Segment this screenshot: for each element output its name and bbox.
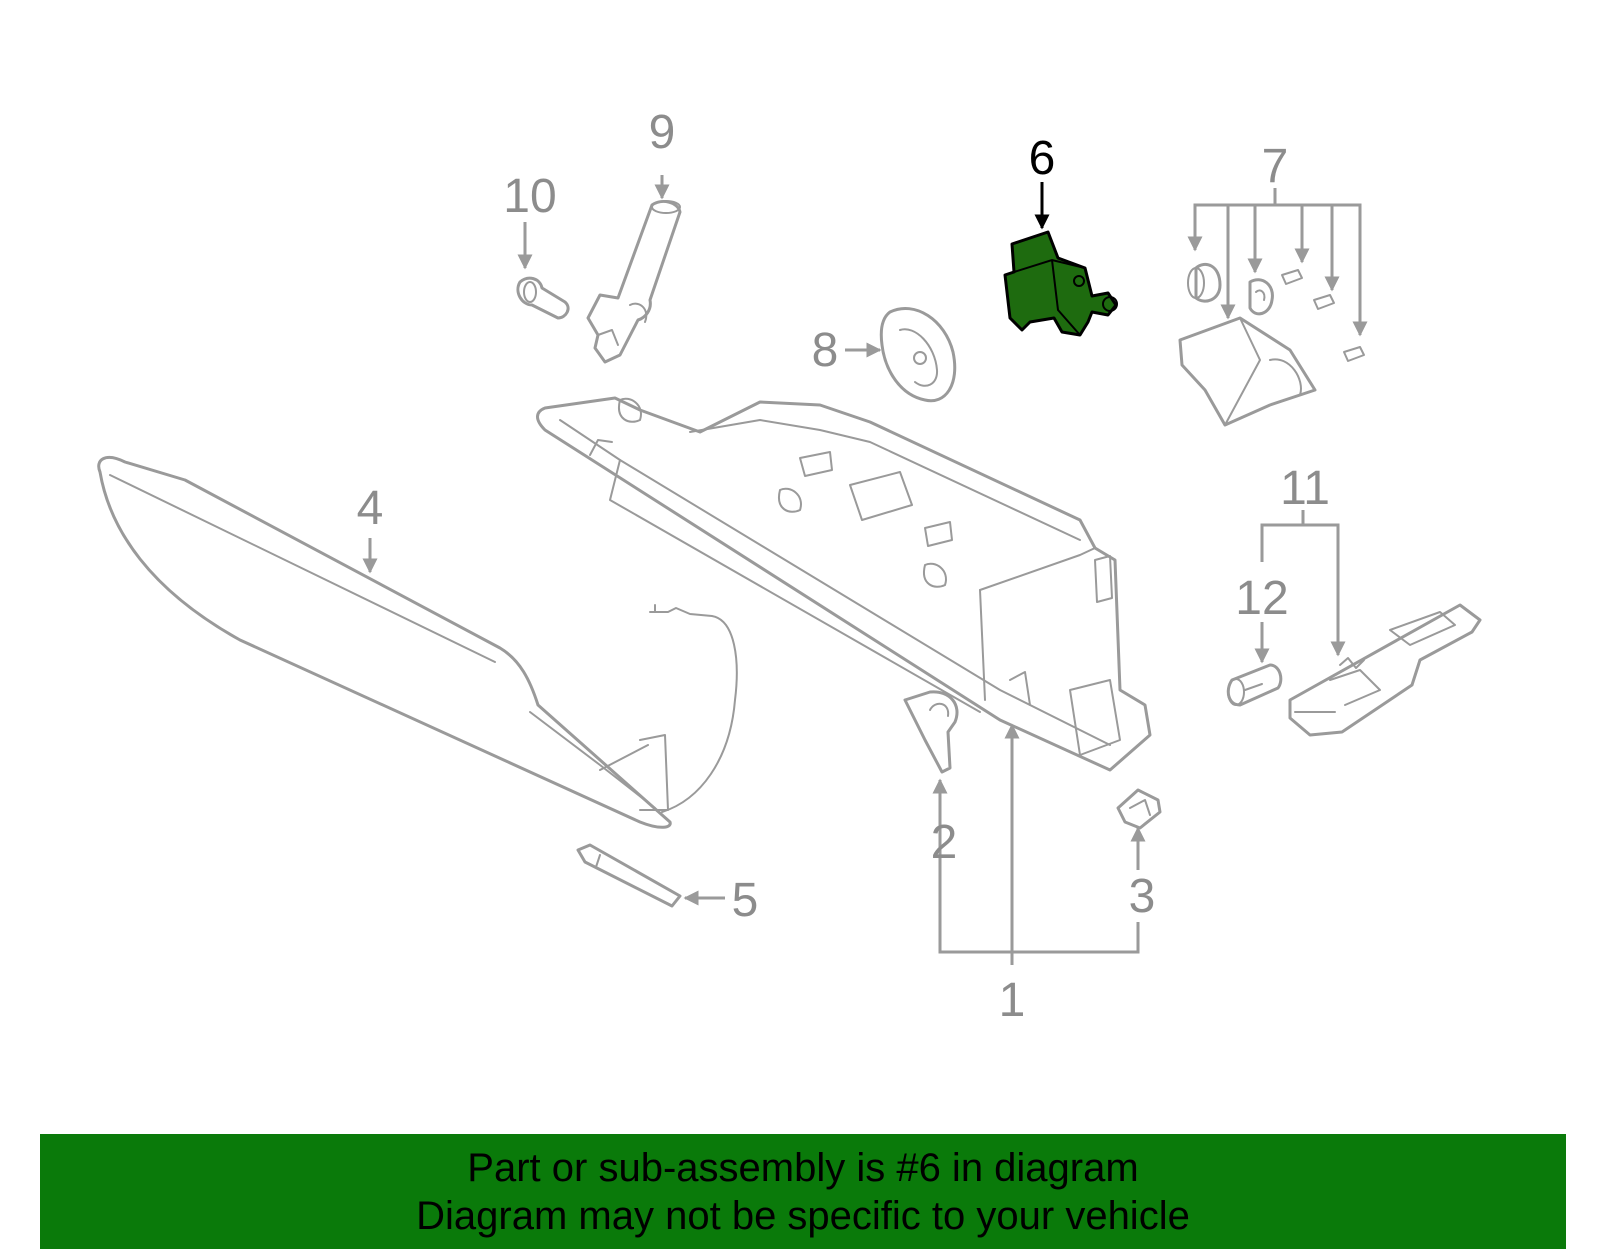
part-6-highlighted-lock [1003,230,1118,337]
callout-2: 2 [931,816,958,869]
part-6-body [1003,230,1118,337]
part-cable [649,604,738,813]
callout-4: 4 [357,482,384,535]
part-7-lock-cylinder-kit [1178,262,1365,427]
callout-5: 5 [732,874,759,927]
banner-line-2: Diagram may not be specific to your vehi… [416,1194,1190,1238]
leader-lines [362,175,1368,965]
part-10-pin [516,276,570,320]
callout-9: 9 [649,106,676,159]
part-8-disc [879,306,957,403]
part-5-pin [576,843,682,908]
callout-12: 12 [1235,572,1288,625]
part-3-clip [1116,788,1162,830]
part-12-bulb [1226,663,1283,707]
part-1-glove-box-housing [536,396,1152,772]
part-4-glove-box-door [97,456,672,829]
callout-7: 7 [1262,140,1289,193]
part-9-actuator [586,200,682,364]
part-2-clip [903,690,959,774]
info-banner: Part or sub-assembly is #6 in diagram Di… [40,1134,1566,1249]
callout-8: 8 [812,324,839,377]
callout-11: 11 [1280,462,1330,515]
callout-1: 1 [999,974,1026,1027]
part-11-lamp-assembly [1288,603,1482,737]
banner-line-1: Part or sub-assembly is #6 in diagram [467,1146,1139,1190]
callout-6: 6 [1029,132,1056,185]
callout-labels: 1 2 3 4 5 6 7 8 9 10 11 12 [357,106,1330,1027]
callout-3: 3 [1129,870,1156,923]
callout-10: 10 [503,170,556,223]
